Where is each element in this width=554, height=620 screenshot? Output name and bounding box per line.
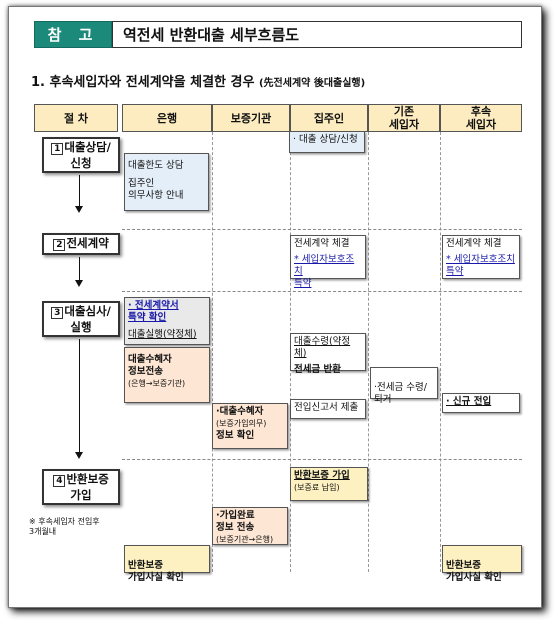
bank-check-text-1: · 전세계약서 <box>128 300 179 311</box>
landlord-join-text-2: (보증료 납입) <box>294 483 340 492</box>
bank-send-box: 대출수혜자 정보전송 (은행→보증기관) <box>124 347 210 403</box>
bank-send-text-1: 대출수혜자 <box>128 354 172 365</box>
tenant-confirm-text: 반환보증 가입사실 확인 <box>446 560 502 583</box>
flow-arrow-head <box>75 280 83 287</box>
flow-arrow <box>79 257 80 281</box>
bank-confirm-text: 반환보증 가입사실 확인 <box>128 560 184 583</box>
flow-arrow-head <box>75 452 83 459</box>
landlord-receive-text: 대출수령(약정체) <box>294 336 351 359</box>
step-label-4: 반환보증 가입 <box>66 472 109 502</box>
flow-arrow <box>79 175 80 207</box>
guar-done-text-2: 정보 전송 <box>216 522 255 533</box>
bank-send-text-3: (은행→보증기관) <box>128 379 186 388</box>
guarantor-check-box: ·대출수혜자 (보증가입의무) 정보 확인 <box>212 403 288 449</box>
step-label-3: 대출심사/ 실행 <box>64 304 111 334</box>
step-number-2: 2 <box>53 239 66 251</box>
row-divider <box>122 459 522 460</box>
landlord-move-text: 전입신고서 제출 <box>294 402 359 413</box>
col-header-existing-tenant: 기존 세입자 <box>368 104 440 132</box>
column-divider <box>212 132 213 572</box>
bank-contract-check-box: · 전세계약서 특약 확인 대출실행(약정체) <box>124 297 210 345</box>
bank-limit-text: 대출한도 상담 <box>128 160 184 171</box>
landlord-contract-text: 전세계약 체결 <box>294 238 350 249</box>
reference-tag: 참 고 <box>34 21 112 48</box>
bank-send-text-2: 정보전송 <box>128 366 163 377</box>
bank-exec-text: 대출실행(약정체) <box>128 329 197 340</box>
section-title-text: 1. 후속세입자와 전세계약을 체결한 경우 <box>31 75 255 90</box>
bank-check-text-2: 특약 확인 <box>128 312 167 323</box>
guarantor-done-box: ·가입완료 정보 전송 (보증기관→은행) <box>212 507 288 545</box>
bank-duty-text-1: 집주인 <box>128 178 155 189</box>
new-tenant-move-box: · 신규 전입 <box>442 393 520 413</box>
landlord-consult-text: · 대출 상담/신청 <box>293 134 358 145</box>
flow-arrow-head <box>75 206 83 213</box>
landlord-consult-box: · 대출 상담/신청 <box>289 131 365 153</box>
tenant-confirm-box: 반환보증 가입사실 확인 <box>442 545 522 583</box>
landlord-return-text: 전세금 반환 <box>294 364 342 375</box>
column-divider <box>368 132 369 572</box>
landlord-join-text-1: 반환보증 가입 <box>294 470 350 481</box>
step-label-2: 전세계약 <box>66 236 109 250</box>
landlord-move-box: 전입신고서 제출 <box>290 399 366 419</box>
document-frame: 참 고 역전세 반환대출 세부흐름도 1. 후속세입자와 전세계약을 체결한 경… <box>8 6 542 608</box>
guar-done-text-3: (보증기관→은행) <box>216 535 274 544</box>
new-tenant-move-text: · 신규 전입 <box>446 396 492 407</box>
tenant-contract-box: 전세계약 체결 * 세입자보호조치 특약 <box>442 235 520 279</box>
col-header-bank: 은행 <box>122 104 212 132</box>
guar-done-text-1: ·가입완료 <box>216 510 255 521</box>
old-tenant-text: ·전세금 수령/ 퇴거 <box>374 382 427 405</box>
step-number-1: 1 <box>51 143 64 155</box>
old-tenant-box: ·전세금 수령/ 퇴거 <box>370 367 438 405</box>
guar-check-text-3: 정보 확인 <box>216 430 255 441</box>
flow-arrow <box>79 339 80 453</box>
step-number-3: 3 <box>51 307 64 319</box>
tenant-contract-text: 전세계약 체결 <box>446 238 502 249</box>
guar-check-text-1: ·대출수혜자 <box>216 406 264 417</box>
col-header-landlord: 집주인 <box>290 104 368 132</box>
footnote: ※ 후속세입자 전입후 3개월내 <box>29 517 100 536</box>
row-divider <box>122 291 522 292</box>
landlord-contract-box: 전세계약 체결 * 세입자보호조치 특약 <box>290 235 366 289</box>
section-title-note: (先전세계약 後대출실행) <box>258 78 366 89</box>
landlord-join-box: 반환보증 가입 (보증료 납입) <box>290 467 368 501</box>
guar-check-text-2: (보증가입의무) <box>216 419 267 428</box>
landlord-special-text: * 세입자보호조치 특약 <box>294 254 355 289</box>
step-number-4: 4 <box>53 475 66 487</box>
column-divider <box>440 132 441 572</box>
landlord-receive-box: 대출수령(약정체) 전세금 반환 <box>290 333 366 375</box>
section-title: 1. 후속세입자와 전세계약을 체결한 경우 (先전세계약 後대출실행) <box>31 71 365 90</box>
col-header-new-tenant: 후속 세입자 <box>440 104 522 132</box>
bank-limit-box: 대출한도 상담 집주인 의무사항 안내 <box>124 153 209 211</box>
tenant-special-text: * 세입자보호조치 특약 <box>446 254 515 277</box>
row-divider <box>122 229 522 230</box>
bank-confirm-box: 반환보증 가입사실 확인 <box>124 545 210 583</box>
document-title: 역전세 반환대출 세부흐름도 <box>112 21 522 48</box>
col-header-step: 절 차 <box>34 104 118 132</box>
step-label-1: 대출상담/ 신청 <box>64 140 111 170</box>
col-header-guarantor: 보증기관 <box>212 104 290 132</box>
bank-duty-text-2: 의무사항 안내 <box>128 190 184 201</box>
